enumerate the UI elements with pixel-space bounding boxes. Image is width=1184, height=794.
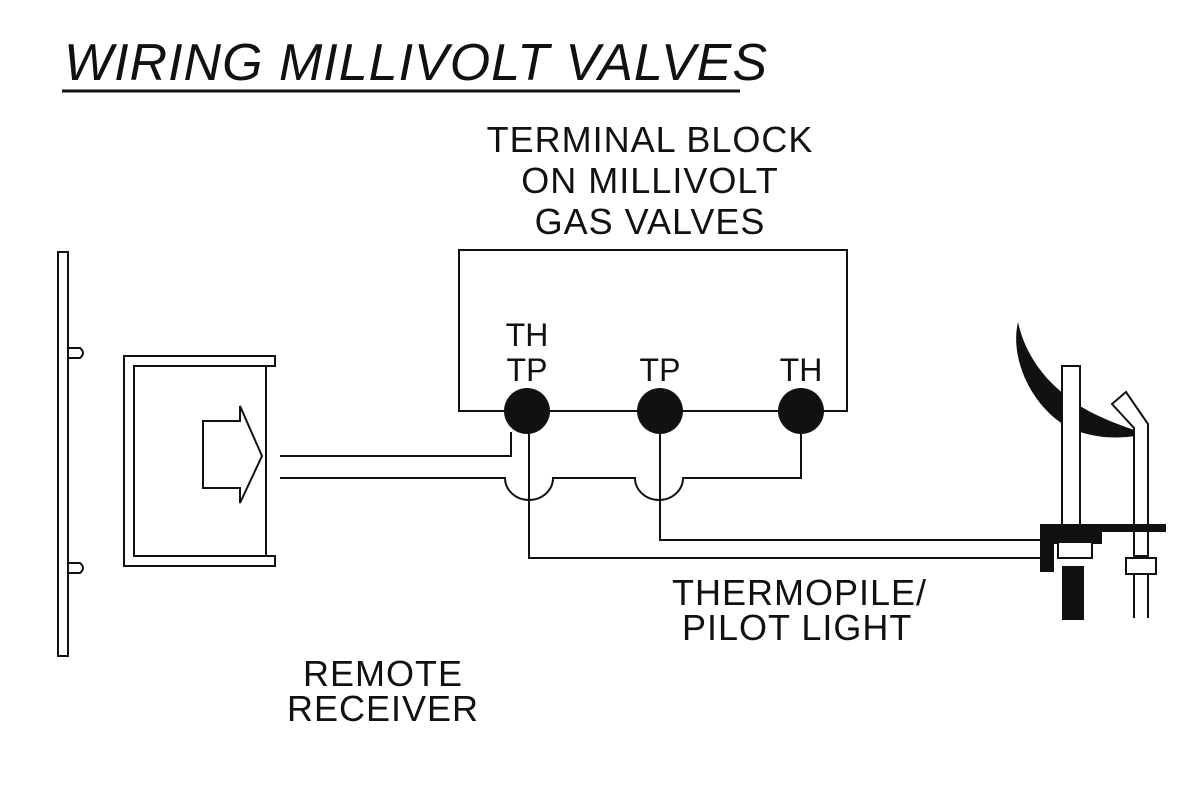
wire-receiver-to-th-tp xyxy=(280,432,512,457)
thermopile-connector xyxy=(1057,541,1093,559)
arrow-icon xyxy=(202,405,264,504)
thermopile-rod xyxy=(1061,365,1081,527)
wall-plate xyxy=(57,251,84,657)
remote-receiver xyxy=(123,355,276,567)
lower-mounting-clip xyxy=(68,562,84,574)
terminal-block-caption-line-3: GAS VALVES xyxy=(535,201,766,242)
remote-receiver-label: REMOTE RECEIVER xyxy=(287,653,479,729)
terminal-label: TH xyxy=(506,317,549,353)
terminal-tp: TP xyxy=(637,352,683,434)
terminal-label: TP xyxy=(507,352,548,388)
wire-th-tp-to-pilot xyxy=(528,432,1044,559)
thermopile-label-line-2: PILOT LIGHT xyxy=(682,607,912,648)
upper-mounting-clip xyxy=(68,347,84,359)
terminal-block-caption-line-2: ON MILLIVOLT xyxy=(521,160,778,201)
terminal-dot xyxy=(504,388,550,434)
flame-icon xyxy=(1016,322,1146,438)
wire-tp-to-pilot xyxy=(659,432,1044,541)
thermopile-label: THERMOPILE/ PILOT LIGHT xyxy=(672,572,927,648)
terminal-dot xyxy=(778,388,824,434)
terminal-label: TH xyxy=(780,352,823,388)
terminal-th-tp: TH TP xyxy=(504,317,550,434)
remote-receiver-label-line-2: RECEIVER xyxy=(287,688,479,729)
remote-receiver-label-line-1: REMOTE xyxy=(303,653,463,694)
terminal-label: TP xyxy=(640,352,681,388)
terminal-block-caption: TERMINAL BLOCK ON MILLIVOLT GAS VALVES xyxy=(487,119,814,242)
wiring xyxy=(280,432,1044,559)
terminal-block-outline xyxy=(458,249,848,412)
pilot-hood xyxy=(1110,390,1149,557)
pilot-assembly xyxy=(1016,322,1166,620)
thermopile-label-line-1: THERMOPILE/ xyxy=(672,572,927,613)
terminal-dot xyxy=(637,388,683,434)
terminal-th: TH xyxy=(778,352,824,434)
thermopile-base xyxy=(1062,566,1084,620)
pilot-bracket xyxy=(1040,524,1166,532)
terminal-block-caption-line-1: TERMINAL BLOCK xyxy=(487,119,814,160)
wire-receiver-to-th xyxy=(280,432,802,501)
pilot-fitting xyxy=(1125,557,1157,575)
diagram-title: WIRING MILLIVOLT VALVES xyxy=(64,34,768,92)
